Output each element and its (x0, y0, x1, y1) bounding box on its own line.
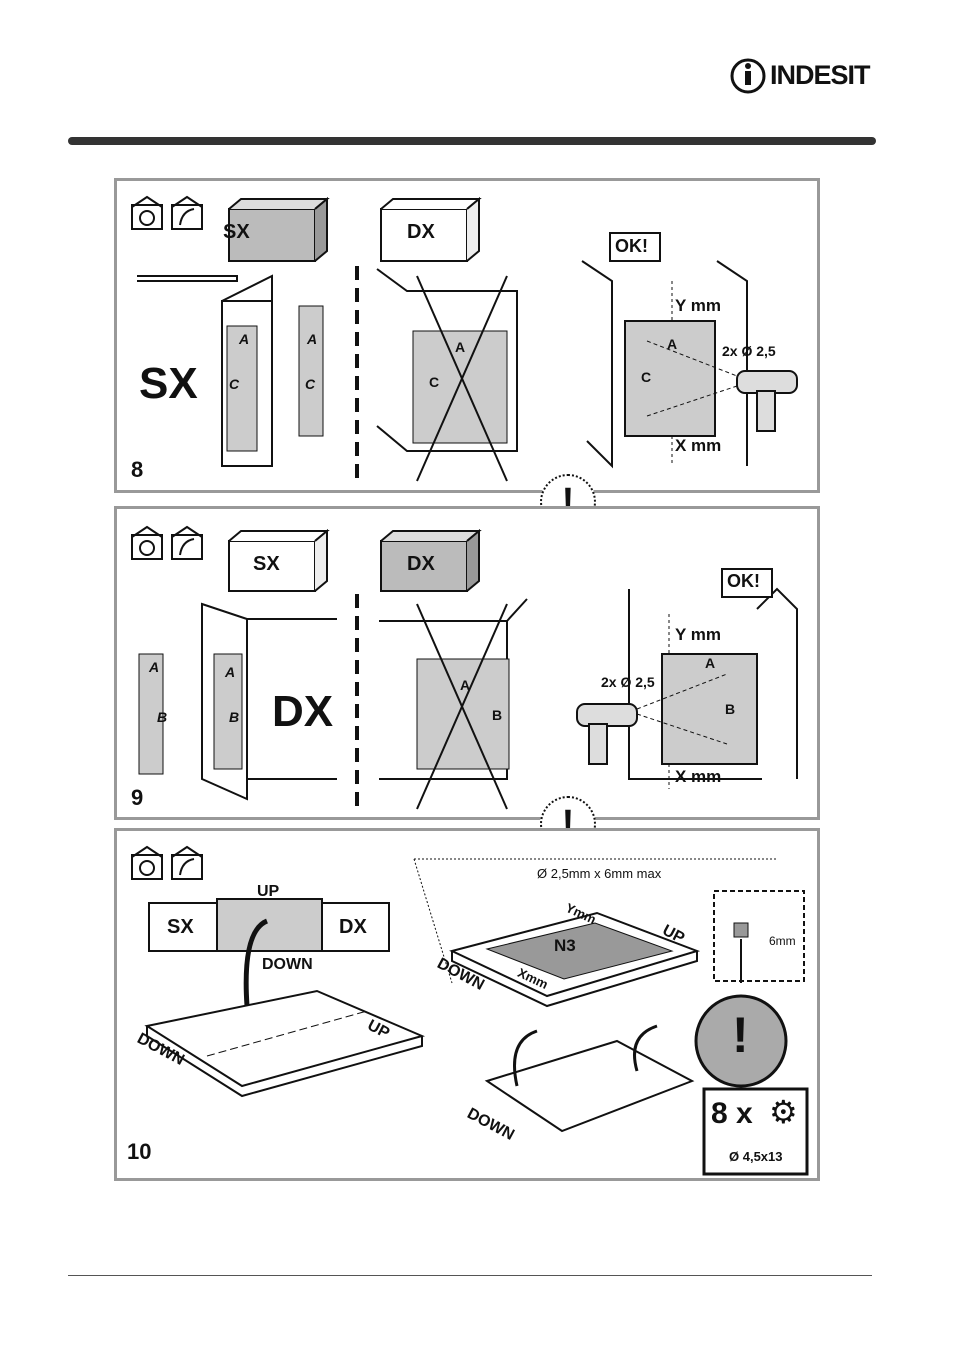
ok-label: OK! (615, 236, 648, 256)
step-8-panel: SX DX SX A C A C A C OK! Y mm X mm A C 2… (114, 178, 820, 493)
house-arrow-icon (171, 845, 203, 880)
dx-cabinet-icon (380, 528, 482, 592)
cab-dx-label: DX (407, 221, 435, 243)
mark-a-ok: A (667, 336, 678, 352)
n3-label: N3 (554, 936, 576, 955)
x-mm-label: X mm (675, 767, 722, 786)
mark-a-cab: A (225, 664, 236, 680)
cab-sx-label: SX (223, 221, 250, 243)
drill-icon (736, 370, 798, 432)
y-mm-label: Y mm (675, 625, 721, 644)
y-mm-label: Y mm (675, 296, 721, 315)
header-rule (68, 137, 876, 145)
mark-c: C (229, 376, 240, 392)
cab-dx-label: DX (407, 553, 435, 575)
step-number: 9 (131, 785, 144, 810)
sx-cabinet-icon (228, 196, 330, 262)
mark-a-crossed: A (455, 339, 466, 355)
brand-name: INDESIT (770, 60, 871, 90)
screw-size: Ø 4,5x13 (729, 1149, 783, 1164)
cab-dx-label: DX (339, 916, 367, 938)
mark-b: B (157, 709, 168, 725)
mark-a-side: A (307, 331, 318, 347)
step-number: 10 (127, 1139, 152, 1164)
house-arrow-icon (171, 525, 203, 560)
mark-b-cab: B (229, 709, 240, 725)
step-number: 8 (131, 457, 144, 482)
mark-a-crossed: A (460, 677, 471, 693)
x-mm-label: X mm (675, 436, 722, 455)
mark-c-ok: C (641, 369, 652, 385)
mark-b-crossed: B (492, 707, 503, 723)
mark-c-crossed: C (429, 374, 440, 390)
spec-label: Ø 2,5mm x 6mm max (537, 866, 662, 881)
up-label: UP (257, 883, 280, 900)
cab-sx-label: SX (167, 916, 194, 938)
mark-a-ok: A (705, 655, 716, 671)
mark-a: A (239, 331, 250, 347)
big-sx-label: SX (139, 359, 198, 408)
step-10-panel: SX DX UP DOWN DOWN UP Ø 2,5mm x 6mm max … (114, 828, 820, 1181)
dx-cabinet-icon (380, 196, 482, 262)
step-10-illustration (131, 845, 809, 1176)
sx-cabinet-icon (228, 528, 330, 592)
screw-icon: ⚙ (769, 1094, 798, 1130)
indesit-logo-icon (730, 58, 766, 94)
drill-spec: 2x Ø 2,5 (601, 674, 655, 690)
down-label: DOWN (262, 956, 313, 973)
big-dx-label: DX (272, 687, 334, 736)
drill-spec: 2x Ø 2,5 (722, 343, 776, 359)
house-icon (131, 845, 163, 880)
house-arrow-icon (171, 195, 203, 230)
ok-label: OK! (727, 571, 760, 591)
house-icon (131, 525, 163, 560)
screw-count: 8 x (711, 1097, 753, 1130)
cab-sx-label: SX (253, 553, 280, 575)
mark-a: A (149, 659, 160, 675)
brand-logo: INDESIT (728, 56, 878, 96)
mark-b-ok: B (725, 701, 736, 717)
mark-c-side: C (305, 376, 316, 392)
step-8-illustration (131, 195, 798, 482)
footer-rule (68, 1275, 872, 1276)
house-icon (131, 195, 163, 230)
step-9-illustration (131, 525, 798, 810)
step-9-panel: SX DX DX A B A B A B OK! Y mm X mm A B 2… (114, 506, 820, 820)
six-mm-label: 6mm (769, 934, 796, 948)
warning-mark: ! (732, 1007, 749, 1063)
drill-icon (576, 703, 638, 765)
